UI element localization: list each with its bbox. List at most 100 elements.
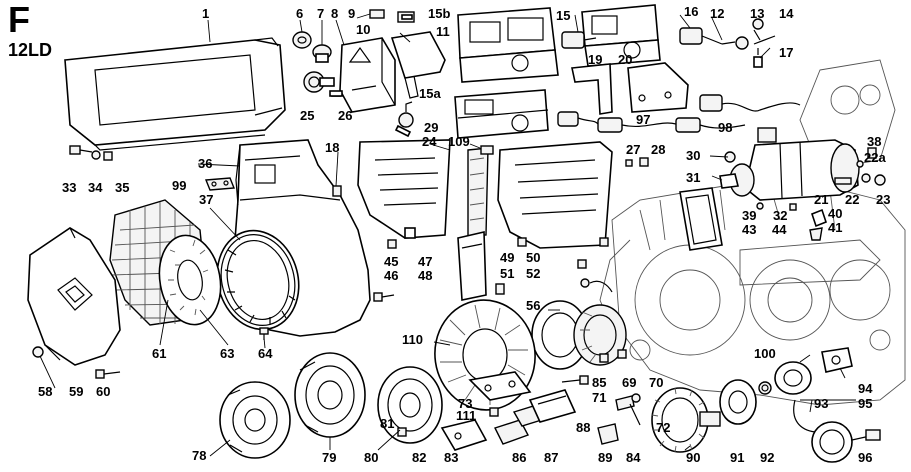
callout-95: 95 [858,396,872,411]
parts-15-15a-relays [454,4,661,139]
callout-59: 59 [69,384,83,399]
callout-83: 83 [444,450,458,465]
callout-69: 69 [622,375,636,390]
callout-51: 51 [500,266,514,281]
parts-97-98-wiring [557,94,801,133]
callout-99: 99 [172,178,186,193]
callout-1: 1 [202,6,209,21]
callout-47: 47 [418,254,432,269]
callout-58: 58 [38,384,52,399]
parts-58-60-fasteners [32,327,269,379]
part-79-pulley [294,352,366,438]
callout-25: 25 [300,108,314,123]
callout-34: 34 [88,180,103,195]
callout-15: 15 [556,8,570,23]
callout-11: 11 [436,24,450,39]
engine-model-label: 12LD [8,40,53,60]
callout-90: 90 [686,450,700,465]
callout-86: 86 [512,450,526,465]
parts-50-52-fasteners [495,259,613,295]
callout-87: 87 [544,450,558,465]
callout-12: 12 [710,6,724,21]
parts-71-72 [629,393,641,426]
parts-12-17-connectors [561,18,776,68]
callout-14: 14 [779,6,794,21]
callout-71: 71 [592,390,606,405]
callout-60: 60 [96,384,110,399]
callout-110: 110 [402,332,423,347]
callout-109: 109 [448,134,470,149]
callout-7: 7 [317,6,324,21]
callout-81: 81 [380,416,394,431]
callout-98: 98 [718,120,732,135]
callout-15b: 15b [428,6,450,21]
callout-37: 37 [199,192,213,207]
parts-83-89-electrics [440,389,635,451]
callout-92: 92 [760,450,774,465]
parts-91-92 [719,379,772,425]
callout-43: 43 [742,222,756,237]
callout-10: 10 [356,22,370,37]
part-90-gear [651,387,721,453]
leader-lines [39,13,856,457]
callout-97: 97 [636,112,650,127]
callout-96: 96 [858,450,872,465]
parts-small-fasteners-right [756,147,886,241]
callout-89: 89 [598,450,612,465]
parts-8-10-11-control-box [339,9,446,113]
part-59-front-cover [27,227,121,366]
callout-72: 72 [656,420,670,435]
callout-46: 46 [384,268,398,283]
part-63-perforated-disc [158,234,222,326]
callout-18: 18 [325,140,339,155]
parts-69-70-85 [561,349,627,385]
callout-85: 85 [592,375,606,390]
callout-48: 48 [418,268,432,283]
callout-23: 23 [876,192,890,207]
parts-27-28-screws [625,157,649,167]
callout-84: 84 [626,450,641,465]
callout-100: 100 [754,346,776,361]
callout-80: 80 [364,450,378,465]
callout-30: 30 [686,148,700,163]
callout-38: 38 [867,134,881,149]
part-37-fan-ring [216,229,300,331]
callout-24: 24 [422,134,437,149]
part-56-alternator [531,300,627,370]
callout-93: 93 [814,396,828,411]
callout-91: 91 [730,450,744,465]
part-43-gasket [679,187,723,251]
callout-13: 13 [750,6,764,21]
callout-22a: 22a [864,150,886,165]
callout-labels: 1 6 7 8 9 15b 10 11 15 16 12 13 14 17 19… [38,4,890,465]
part-1-top-cover [64,37,286,151]
callout-19: 19 [588,52,602,67]
callout-94: 94 [858,381,873,396]
parts-24-109-seal [467,145,494,237]
callout-61: 61 [152,346,166,361]
callout-32: 32 [773,208,787,223]
callout-56: 56 [526,298,540,313]
callout-6: 6 [296,6,303,21]
callout-31: 31 [686,170,700,185]
parts-81-82-pulley [377,366,443,444]
callout-50: 50 [526,250,540,265]
callout-15a: 15a [419,86,441,101]
callout-39: 39 [742,208,756,223]
callout-22: 22 [845,192,859,207]
parts-93-96-gauge [793,399,881,463]
callout-78: 78 [192,448,206,463]
callout-21: 21 [814,192,828,207]
callout-29: 29 [424,120,438,135]
callout-73: 73 [458,396,472,411]
part-49-rear-baffle [497,141,613,249]
callout-33: 33 [62,180,76,195]
callout-111: 111 [456,408,476,423]
callout-70: 70 [649,375,663,390]
part-31-starter-motor [719,127,860,201]
callout-52: 52 [526,266,540,281]
part-47-side-baffle [332,139,451,239]
callout-35: 35 [115,180,129,195]
